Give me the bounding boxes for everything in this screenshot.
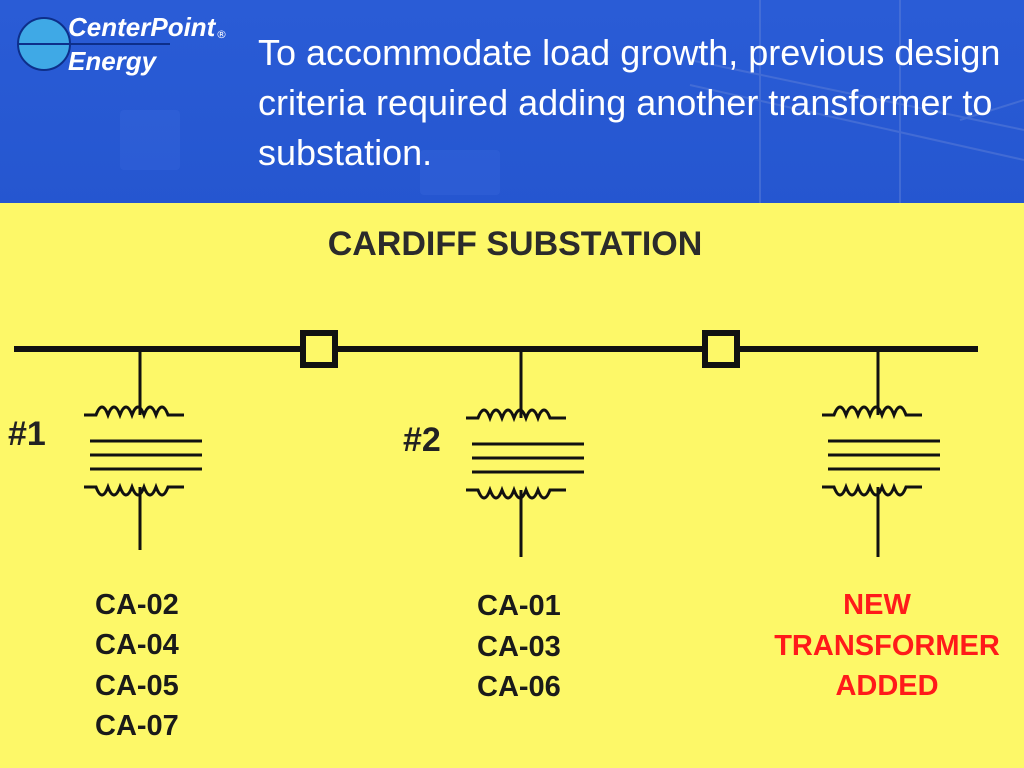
feeder-label: CA-06 <box>477 671 561 703</box>
transformer-2-label: #2 <box>403 421 441 459</box>
new-transformer-note: TRANSFORMER <box>774 630 1000 662</box>
new-transformer-note: ADDED <box>835 670 938 702</box>
transformer-2 <box>464 349 586 557</box>
breaker-2-icon <box>702 330 740 368</box>
feeder-label: CA-07 <box>95 710 179 742</box>
feeder-label: CA-04 <box>95 629 179 661</box>
feeder-label: CA-03 <box>477 631 561 663</box>
diagram-panel: CARDIFF SUBSTATION #1 CA-02 CA-04 CA-05 … <box>0 203 1024 768</box>
diagram-title: CARDIFF SUBSTATION <box>328 225 703 263</box>
breaker-1-icon <box>300 330 338 368</box>
background-texture <box>120 0 1024 210</box>
logo-registered-mark: ® <box>216 28 227 41</box>
logo-line2: Energy <box>68 46 158 76</box>
new-transformer-note: NEW <box>843 589 911 621</box>
transformer-3-new <box>820 349 942 557</box>
feeder-label: CA-02 <box>95 589 179 621</box>
feeder-label: CA-05 <box>95 670 179 702</box>
logo-line1: CenterPoint <box>68 12 217 42</box>
slide-headline: To accommodate load growth, previous des… <box>258 32 1001 173</box>
feeder-label: CA-01 <box>477 590 561 622</box>
transformer-1 <box>82 349 204 550</box>
substation-diagram: CARDIFF SUBSTATION #1 CA-02 CA-04 CA-05 … <box>8 225 1000 742</box>
centerpoint-energy-logo: CenterPoint Energy ® <box>10 6 240 80</box>
transformer-1-label: #1 <box>8 415 46 453</box>
